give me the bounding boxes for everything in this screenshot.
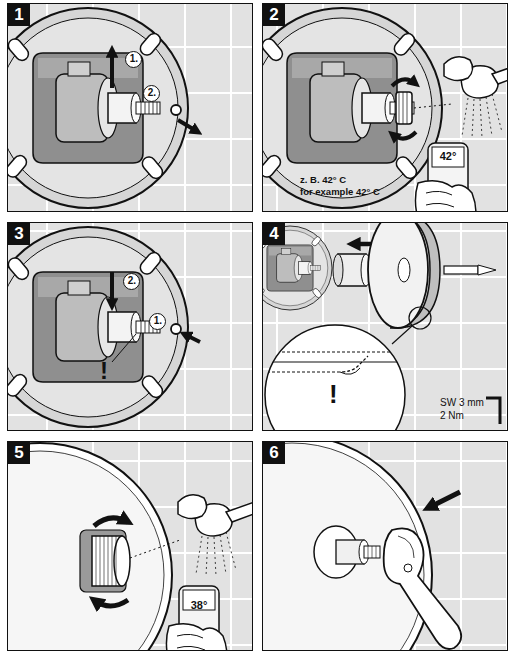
- step-panel: 2: [262, 3, 508, 212]
- temperature-check-illustration: [166, 586, 227, 651]
- step-panel: 6: [262, 441, 508, 651]
- escutcheon-mounting-illustration: [398, 258, 410, 282]
- temperature-check-illustration: [94, 518, 128, 526]
- tool-size: SW 3 mm: [440, 397, 484, 408]
- temperature-setting-illustration: [415, 143, 476, 212]
- step-number: 2: [263, 4, 285, 26]
- callout-circle: 1.: [149, 313, 166, 330]
- temperature-check-illustration: [7, 443, 172, 651]
- lever-mounting-illustration: [262, 441, 508, 651]
- escutcheon-mounting-illustration: [262, 361, 400, 362]
- step-number: 1: [8, 4, 30, 26]
- temperature-setting-illustration: [444, 57, 508, 138]
- temperature-setting-illustration: [414, 104, 452, 108]
- temperature-check-illustration: [96, 536, 116, 586]
- reassembly-step-illustration: [112, 334, 136, 362]
- escutcheon-mounting-illustration: [409, 307, 431, 329]
- callout-circle: 2.: [123, 273, 140, 290]
- reassembly-step-illustration: [7, 227, 188, 427]
- caution-mark: !: [100, 358, 108, 384]
- escutcheon-mounting-illustration: [340, 368, 360, 374]
- step-panel: 5: [7, 441, 253, 651]
- thermometer-reading: 38°: [183, 599, 215, 611]
- escutcheon-mounting-illustration: [333, 254, 343, 286]
- example-note: z. B. 42° C: [300, 175, 346, 185]
- temperature-setting-illustration: [262, 3, 508, 212]
- reassembly-step-illustration: [184, 334, 200, 342]
- callout-number: 2.: [124, 274, 139, 289]
- temperature-check-illustration: [130, 540, 180, 558]
- caution-mark: !: [329, 380, 338, 409]
- escutcheon-mounting-illustration: [478, 265, 496, 275]
- escutcheon-mounting-illustration: [444, 266, 478, 274]
- reassembly-step-illustration: [56, 281, 160, 361]
- example-note: for example 42° C: [300, 187, 380, 197]
- temperature-setting-illustration: [392, 79, 416, 86]
- lever-mounting-illustration: [428, 492, 460, 508]
- lever-mounting-illustration: [384, 528, 462, 649]
- temperature-check-illustration: [114, 536, 130, 586]
- removal-step-illustration: [56, 62, 160, 142]
- removal-step-illustration: [171, 105, 181, 115]
- escutcheon-mounting-illustration: [262, 352, 400, 374]
- escutcheon-mounting-illustration: [486, 398, 500, 424]
- temperature-setting-illustration: [310, 62, 414, 142]
- removal-step-illustration: [7, 8, 188, 208]
- reassembly-step-illustration: [171, 324, 181, 334]
- removal-step-illustration: [110, 50, 114, 88]
- callout-number: 2.: [144, 86, 159, 101]
- step-panel: 3 2. 1.: [7, 222, 253, 431]
- escutcheon-mounting-illustration: [262, 352, 400, 372]
- temperature-setting-illustration: [399, 92, 407, 124]
- callout-number: 1.: [126, 52, 141, 67]
- callout-circle: 2.: [143, 85, 160, 102]
- temperature-check-illustration: [178, 495, 253, 576]
- escutcheon-mounting-illustration: [368, 222, 428, 328]
- lever-mounting-illustration: [364, 546, 380, 558]
- escutcheon-mounting-illustration: [265, 325, 405, 431]
- escutcheon-mounting-illustration: [277, 249, 321, 283]
- lever-mounting-illustration: [404, 564, 412, 572]
- step-number: 6: [263, 442, 285, 464]
- callout-number: 1.: [150, 314, 165, 329]
- callout-circle: 1.: [125, 51, 142, 68]
- step-panel: 1 1. 2.: [7, 3, 253, 212]
- escutcheon-mounting-illustration: [262, 222, 508, 431]
- lever-mounting-illustration: [398, 536, 414, 558]
- reassembly-step-illustration: [7, 222, 253, 431]
- torque-value: 2 Nm: [440, 410, 464, 421]
- removal-step-illustration: [7, 3, 253, 212]
- step-number: 5: [8, 442, 30, 464]
- temperature-setting-illustration: [392, 132, 416, 139]
- temperature-check-illustration: [7, 451, 164, 651]
- temperature-check-illustration: [7, 441, 253, 651]
- lever-mounting-illustration: [368, 546, 376, 558]
- escutcheon-mounting-illustration: [392, 326, 412, 344]
- temperature-check-illustration: [94, 600, 128, 606]
- thermometer-reading: 42°: [432, 150, 464, 162]
- reassembly-step-illustration: [110, 272, 114, 306]
- removal-step-illustration: [178, 120, 198, 132]
- step-number: 3: [8, 223, 30, 245]
- temperature-setting-illustration: [396, 92, 412, 124]
- step-number: 4: [263, 223, 285, 245]
